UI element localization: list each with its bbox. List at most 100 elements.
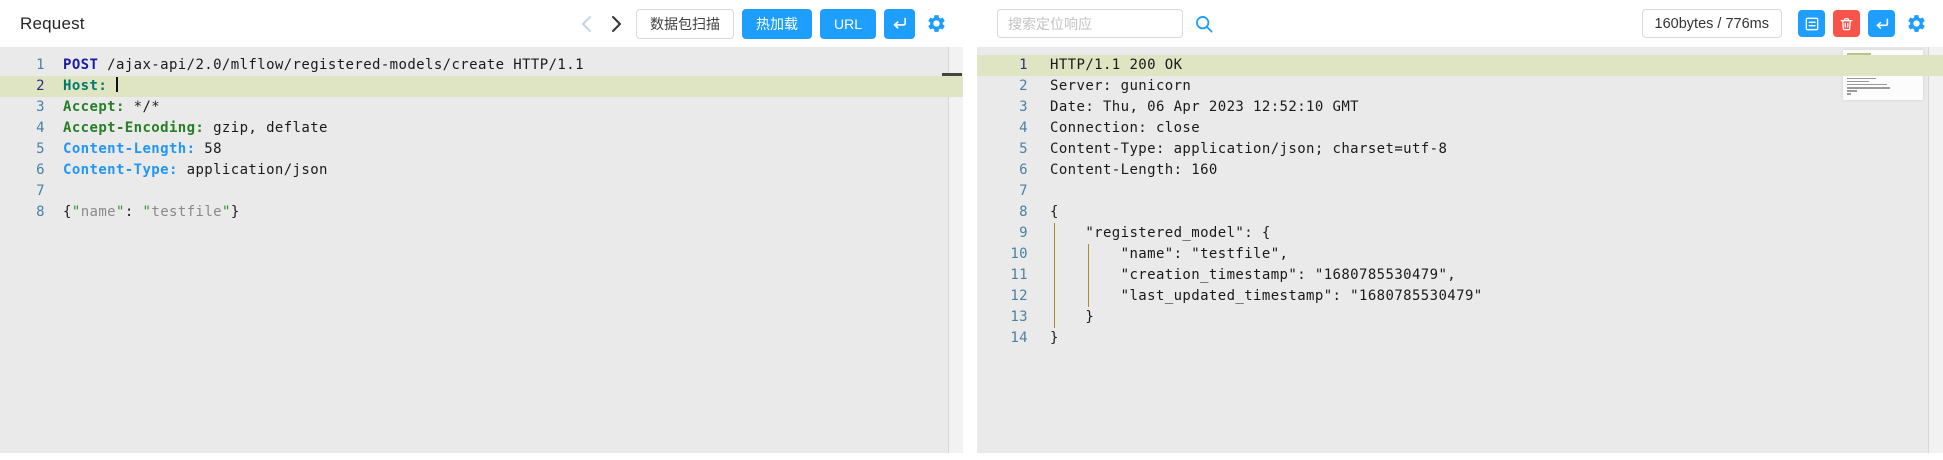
code-text: Connection: close xyxy=(1050,120,1201,136)
minimap-line xyxy=(1847,77,1876,80)
scroll-cursor-mark xyxy=(942,73,962,78)
line-number: 7 xyxy=(36,183,45,199)
code-line[interactable]: 2 Host: xyxy=(0,76,963,97)
code-text: Date: Thu, 06 Apr 2023 12:52:10 GMT xyxy=(1050,99,1360,115)
minimap-line xyxy=(1847,80,1869,83)
code-line[interactable]: 4 Connection: close xyxy=(977,118,1943,139)
clear-response-button[interactable] xyxy=(1833,10,1860,37)
code-text: { xyxy=(1050,204,1059,220)
hot-reload-button[interactable]: 热加载 xyxy=(741,8,812,39)
code-text: "creation_timestamp": "1680785530479", xyxy=(1050,265,1456,286)
next-packet-button[interactable] xyxy=(606,10,628,38)
code-text: } xyxy=(1050,330,1059,346)
panel-title: Request xyxy=(20,13,85,33)
panel-divider xyxy=(963,0,977,460)
line-number: 4 xyxy=(1019,120,1028,136)
gear-icon xyxy=(1907,15,1925,32)
minimap-line xyxy=(1847,93,1851,95)
request-panel: Request 数据包扫描 热加载 URL 1 POST /ajax-api/2.… xyxy=(0,0,963,460)
send-request-button[interactable] xyxy=(884,8,915,39)
minimap-line xyxy=(1847,87,1891,89)
request-editor[interactable]: 1 POST /ajax-api/2.0/mlflow/registered-mo… xyxy=(0,47,963,453)
response-stats-badge: 160bytes / 776ms xyxy=(1641,9,1782,38)
chevron-left-icon xyxy=(582,15,592,32)
code-line[interactable]: 2 Server: gunicorn xyxy=(977,76,1943,97)
code-line[interactable]: 8 {"name": "testfile"} xyxy=(0,202,963,223)
code-text: Server: gunicorn xyxy=(1050,78,1192,94)
code-line[interactable]: 12 "last_updated_timestamp": "1680785530… xyxy=(977,286,1943,307)
minimap-line xyxy=(1847,83,1888,86)
line-number: 1 xyxy=(36,57,45,73)
code-text: Accept-Encoding: gzip, deflate xyxy=(63,120,328,136)
chevron-right-icon xyxy=(612,15,622,32)
code-text: Accept: */* xyxy=(63,99,161,115)
code-line[interactable]: 6 Content-Type: application/json xyxy=(0,160,963,181)
detail-list-icon xyxy=(1805,17,1818,30)
line-number: 6 xyxy=(1019,162,1028,178)
code-line[interactable]: 7 xyxy=(0,181,963,202)
code-line[interactable]: 7 xyxy=(977,181,1943,202)
code-text: } xyxy=(1050,307,1094,328)
url-button[interactable]: URL xyxy=(819,8,876,39)
line-number: 6 xyxy=(36,162,45,178)
line-number: 4 xyxy=(36,120,45,136)
response-settings-button[interactable] xyxy=(1903,11,1929,37)
code-text: HTTP/1.1 200 OK xyxy=(1050,57,1183,73)
resend-button[interactable] xyxy=(1868,10,1895,37)
code-line[interactable]: 9 "registered_model": { xyxy=(977,223,1943,244)
line-number: 2 xyxy=(1019,78,1028,94)
search-response-input[interactable] xyxy=(997,9,1183,38)
request-scrollbar-track[interactable] xyxy=(948,47,963,453)
code-text: "registered_model": { xyxy=(1050,223,1271,244)
code-text: Content-Length: 160 xyxy=(1050,162,1218,178)
line-number: 3 xyxy=(1019,99,1028,115)
code-line[interactable]: 8{ xyxy=(977,202,1943,223)
code-text: "last_updated_timestamp": "1680785530479… xyxy=(1050,286,1483,307)
request-settings-button[interactable] xyxy=(923,11,949,37)
packet-scan-button[interactable]: 数据包扫描 xyxy=(635,8,734,39)
response-header: 160bytes / 776ms xyxy=(977,0,1943,47)
code-line[interactable]: 1 POST /ajax-api/2.0/mlflow/registered-mo… xyxy=(0,55,963,76)
code-line[interactable]: 10 "name": "testfile", xyxy=(977,244,1943,265)
line-number: 5 xyxy=(1019,141,1028,157)
line-number: 1 xyxy=(1019,57,1028,73)
line-number: 8 xyxy=(1019,204,1028,220)
line-number: 8 xyxy=(36,204,45,220)
code-text: Host: xyxy=(63,76,118,97)
line-number: 5 xyxy=(36,141,45,157)
response-scrollbar-track[interactable] xyxy=(1928,47,1943,453)
code-line[interactable]: 3 Date: Thu, 06 Apr 2023 12:52:10 GMT xyxy=(977,97,1943,118)
code-line[interactable]: 13 } xyxy=(977,307,1943,328)
code-line[interactable]: 11 "creation_timestamp": "1680785530479"… xyxy=(977,265,1943,286)
line-number: 13 xyxy=(1010,309,1028,325)
code-line[interactable]: 3 Accept: */* xyxy=(0,97,963,118)
request-header: Request 数据包扫描 热加载 URL xyxy=(0,0,963,47)
line-number: 10 xyxy=(1010,246,1028,262)
search-button[interactable] xyxy=(1191,11,1217,37)
minimap-line xyxy=(1847,53,1872,55)
code-line[interactable]: 4 Accept-Encoding: gzip, deflate xyxy=(0,118,963,139)
code-line[interactable]: 6 Content-Length: 160 xyxy=(977,160,1943,181)
line-number: 14 xyxy=(1010,330,1028,346)
code-line[interactable]: 1 HTTP/1.1 200 OK xyxy=(977,55,1943,76)
text-cursor xyxy=(116,77,118,92)
line-number: 2 xyxy=(36,78,45,94)
code-text: POST /ajax-api/2.0/mlflow/registered-mod… xyxy=(63,57,584,73)
line-number: 11 xyxy=(1010,267,1028,283)
minimap-line xyxy=(1847,90,1858,92)
code-text: {"name": "testfile"} xyxy=(63,204,240,220)
gear-icon xyxy=(927,15,945,32)
line-number: 3 xyxy=(36,99,45,115)
bottom-strip xyxy=(977,453,1943,460)
response-detail-button[interactable] xyxy=(1798,10,1825,37)
return-arrow-icon xyxy=(893,17,907,29)
prev-packet-button[interactable] xyxy=(576,10,598,38)
code-text: Content-Type: application/json xyxy=(63,162,328,178)
response-editor[interactable]: 1 HTTP/1.1 200 OK 2 Server: gunicorn 3 Date: … xyxy=(977,47,1943,453)
magnifier-icon xyxy=(1195,15,1213,32)
bottom-strip xyxy=(0,453,963,460)
code-line[interactable]: 14} xyxy=(977,328,1943,349)
